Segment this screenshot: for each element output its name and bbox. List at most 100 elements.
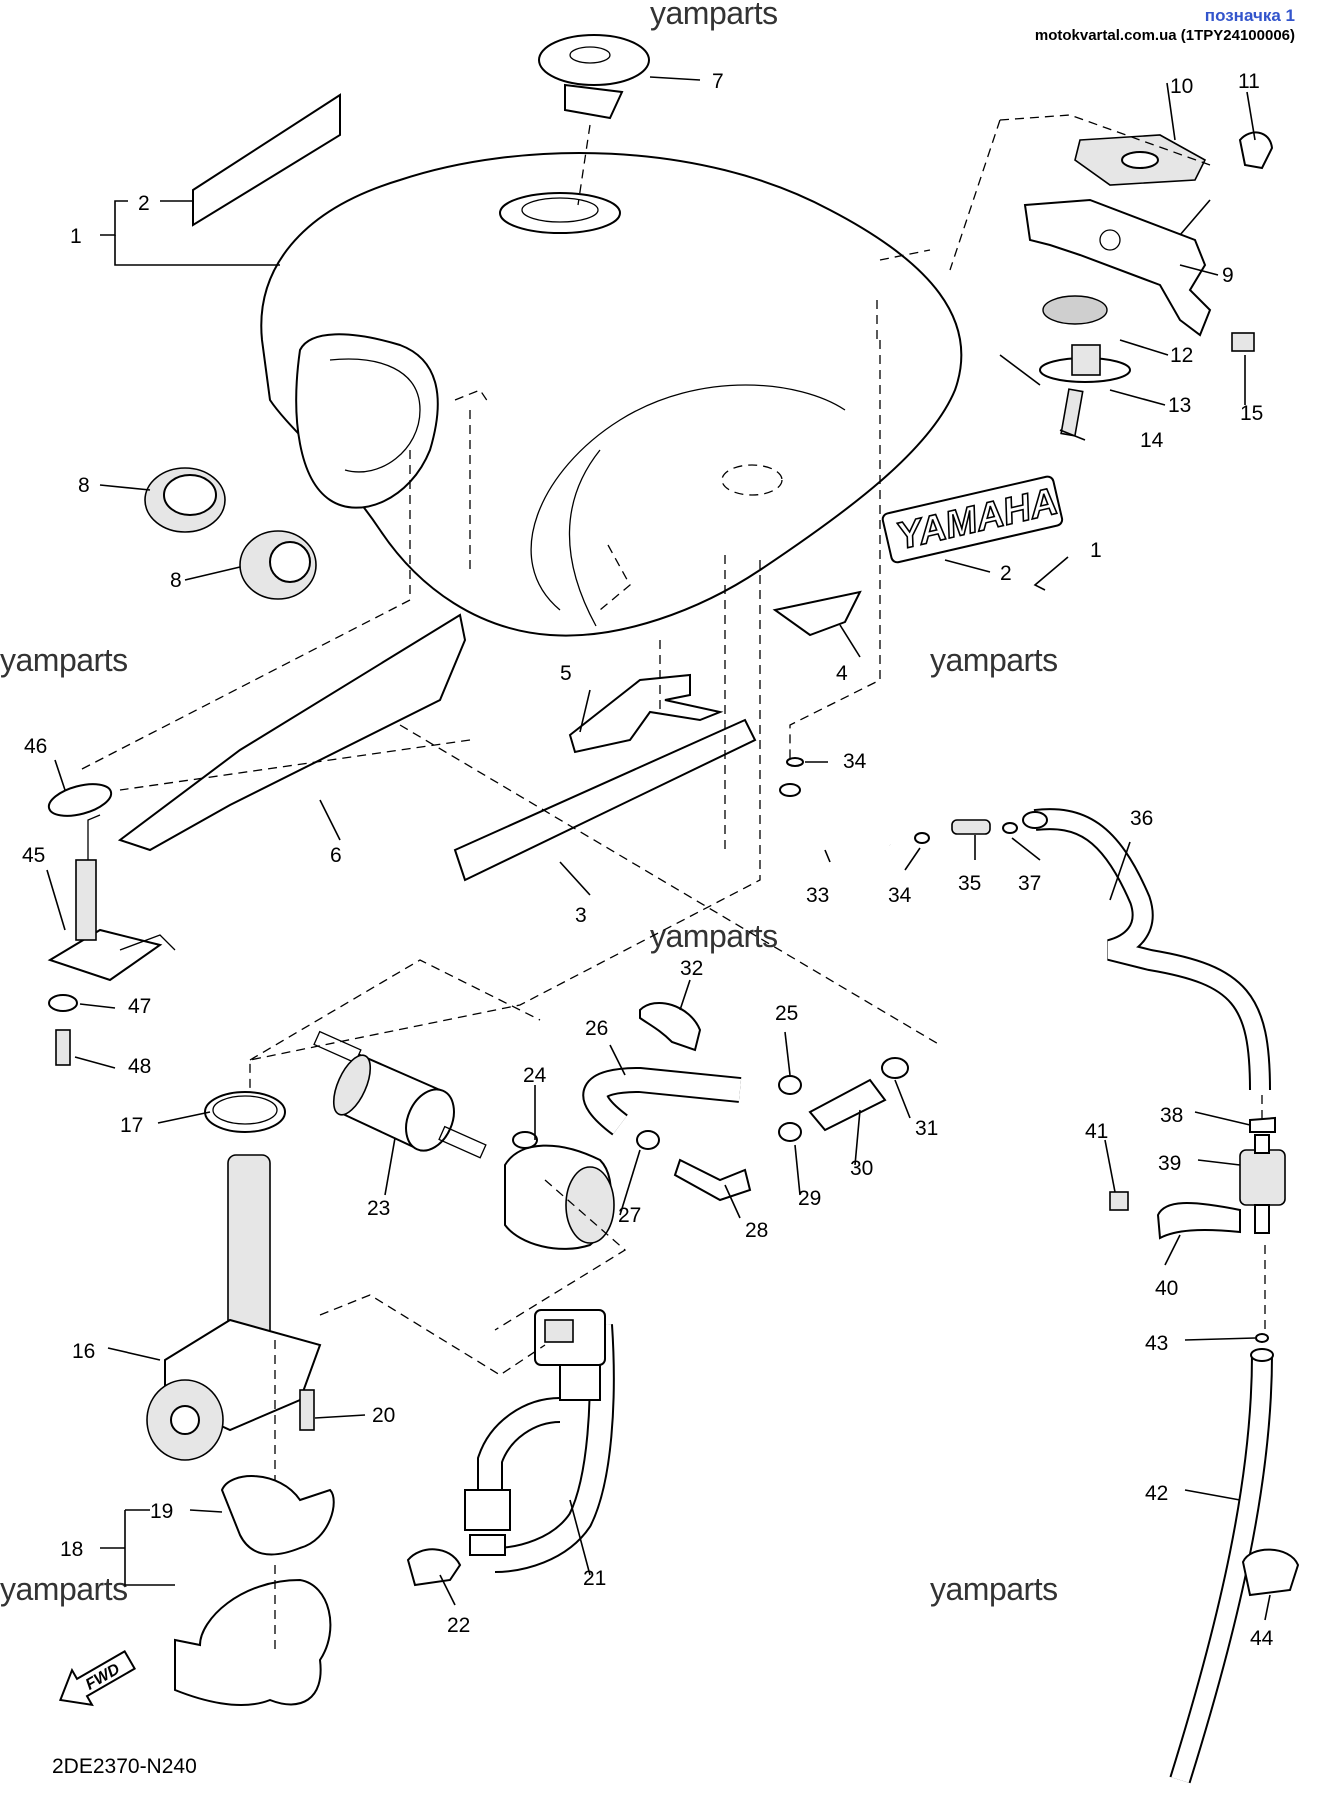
fwd-arrow-icon: FWD (58, 1649, 137, 1707)
callout-36: 36 (1130, 807, 1153, 830)
cover-18 (174, 1578, 332, 1706)
callout-45: 45 (22, 844, 45, 867)
callout-16: 16 (72, 1340, 95, 1363)
page-header: позначка 1 motokvartal.com.ua (1TPY24100… (1035, 6, 1295, 46)
callout-26: 26 (585, 1017, 608, 1040)
callout-12: 12 (1170, 344, 1193, 367)
clamp-40 (1156, 1202, 1241, 1240)
clamp-32 (639, 1001, 702, 1052)
clamp-27 (636, 1130, 660, 1150)
watermark: yamparts (930, 642, 1058, 678)
gasket-17 (204, 1091, 286, 1133)
callout-18: 18 (60, 1538, 83, 1561)
callout-7: 7 (712, 70, 724, 93)
callout-39: 39 (1158, 1152, 1181, 1175)
sender-45 (47, 814, 176, 982)
pad-5 (568, 673, 724, 754)
callout-30: 30 (850, 1157, 873, 1180)
callout-20: 20 (372, 1404, 395, 1427)
pad-6 (117, 613, 467, 852)
screw-20 (299, 1389, 315, 1431)
callout-1: 1 (1090, 539, 1102, 562)
cap-8a (144, 467, 226, 533)
callout-13: 13 (1168, 394, 1191, 417)
clip-38 (1249, 1116, 1276, 1133)
fuel-cock-16 (146, 1154, 322, 1461)
cover-19 (220, 1475, 335, 1556)
bracket-group (1023, 131, 1274, 437)
callout-33: 33 (806, 884, 829, 907)
callout-24: 24 (523, 1064, 547, 1087)
callout-28: 28 (745, 1219, 768, 1242)
tank-cap-gasket (538, 34, 650, 120)
clamp-29 (778, 1122, 802, 1142)
callout-9: 9 (1222, 264, 1234, 287)
callout-41: 41 (1085, 1120, 1108, 1143)
callout-43: 43 (1145, 1332, 1168, 1355)
callout-8: 8 (78, 474, 90, 497)
joint-35 (951, 819, 991, 835)
screw-48 (55, 1029, 71, 1066)
decal-left (192, 93, 341, 227)
callout-37: 37 (1018, 872, 1041, 895)
clamp-25 (778, 1075, 802, 1095)
strip-3 (453, 718, 757, 882)
callout-46: 46 (24, 735, 47, 758)
joint-28 (673, 1158, 752, 1202)
diagram-title: позначка 1 (1204, 6, 1295, 25)
callout-27: 27 (618, 1204, 641, 1227)
callout-17: 17 (120, 1114, 143, 1137)
hose-30 (808, 1078, 887, 1132)
callout-34: 34 (888, 884, 912, 907)
callout-25: 25 (775, 1002, 798, 1025)
callout-4: 4 (836, 662, 848, 685)
callout-31: 31 (915, 1117, 938, 1140)
clip-22 (406, 1548, 462, 1587)
callout-3: 3 (575, 904, 587, 927)
hose-assembly-21 (464, 1309, 615, 1573)
oring-46 (47, 783, 113, 817)
fuel-pump-24 (504, 1131, 615, 1250)
fuel-filter-23 (313, 1030, 487, 1159)
clamp-31 (881, 1057, 909, 1079)
watermark: yamparts (650, 0, 778, 31)
callout-42: 42 (1145, 1482, 1168, 1505)
watermark: yamparts (930, 1571, 1058, 1607)
callout-23: 23 (367, 1197, 390, 1220)
filter-39 (1239, 1134, 1286, 1234)
callout-40: 40 (1155, 1277, 1178, 1300)
callout-2: 2 (138, 192, 150, 215)
pad-4 (772, 590, 862, 637)
callout-15: 15 (1240, 402, 1263, 425)
callout-47: 47 (128, 995, 151, 1018)
callout-19: 19 (150, 1500, 173, 1523)
callout-29: 29 (798, 1187, 821, 1210)
callout-2: 2 (1000, 562, 1012, 585)
callout-34: 34 (843, 750, 867, 773)
watermark: yamparts (0, 642, 128, 678)
callout-48: 48 (128, 1055, 151, 1078)
callout-32: 32 (680, 957, 703, 980)
callout-35: 35 (958, 872, 981, 895)
callout-14: 14 (1140, 429, 1164, 452)
diagram-code: 2DE2370-N240 (52, 1755, 197, 1778)
cap-8b (239, 530, 317, 600)
callout-22: 22 (447, 1614, 470, 1637)
fuel-tank (260, 152, 963, 637)
watermark: yamparts (0, 1571, 128, 1607)
clamp-44 (1241, 1548, 1300, 1597)
callout-44: 44 (1250, 1627, 1274, 1650)
diagram-source: motokvartal.com.ua (1TPY24100006) (1034, 27, 1295, 44)
callout-21: 21 (583, 1567, 606, 1590)
callout-11: 11 (1238, 70, 1260, 93)
callout-1: 1 (70, 225, 82, 248)
callout-8: 8 (170, 569, 182, 592)
callout-10: 10 (1170, 75, 1193, 98)
callout-6: 6 (330, 844, 342, 867)
callout-labels: 2 1 7 10 11 9 12 13 15 14 8 8 1 2 4 5 6 … (22, 70, 1274, 1650)
yamaha-emblem: YAMAHA (881, 475, 1064, 564)
callout-38: 38 (1160, 1104, 1183, 1127)
washer-47 (48, 994, 78, 1012)
bolt-41 (1109, 1191, 1129, 1211)
